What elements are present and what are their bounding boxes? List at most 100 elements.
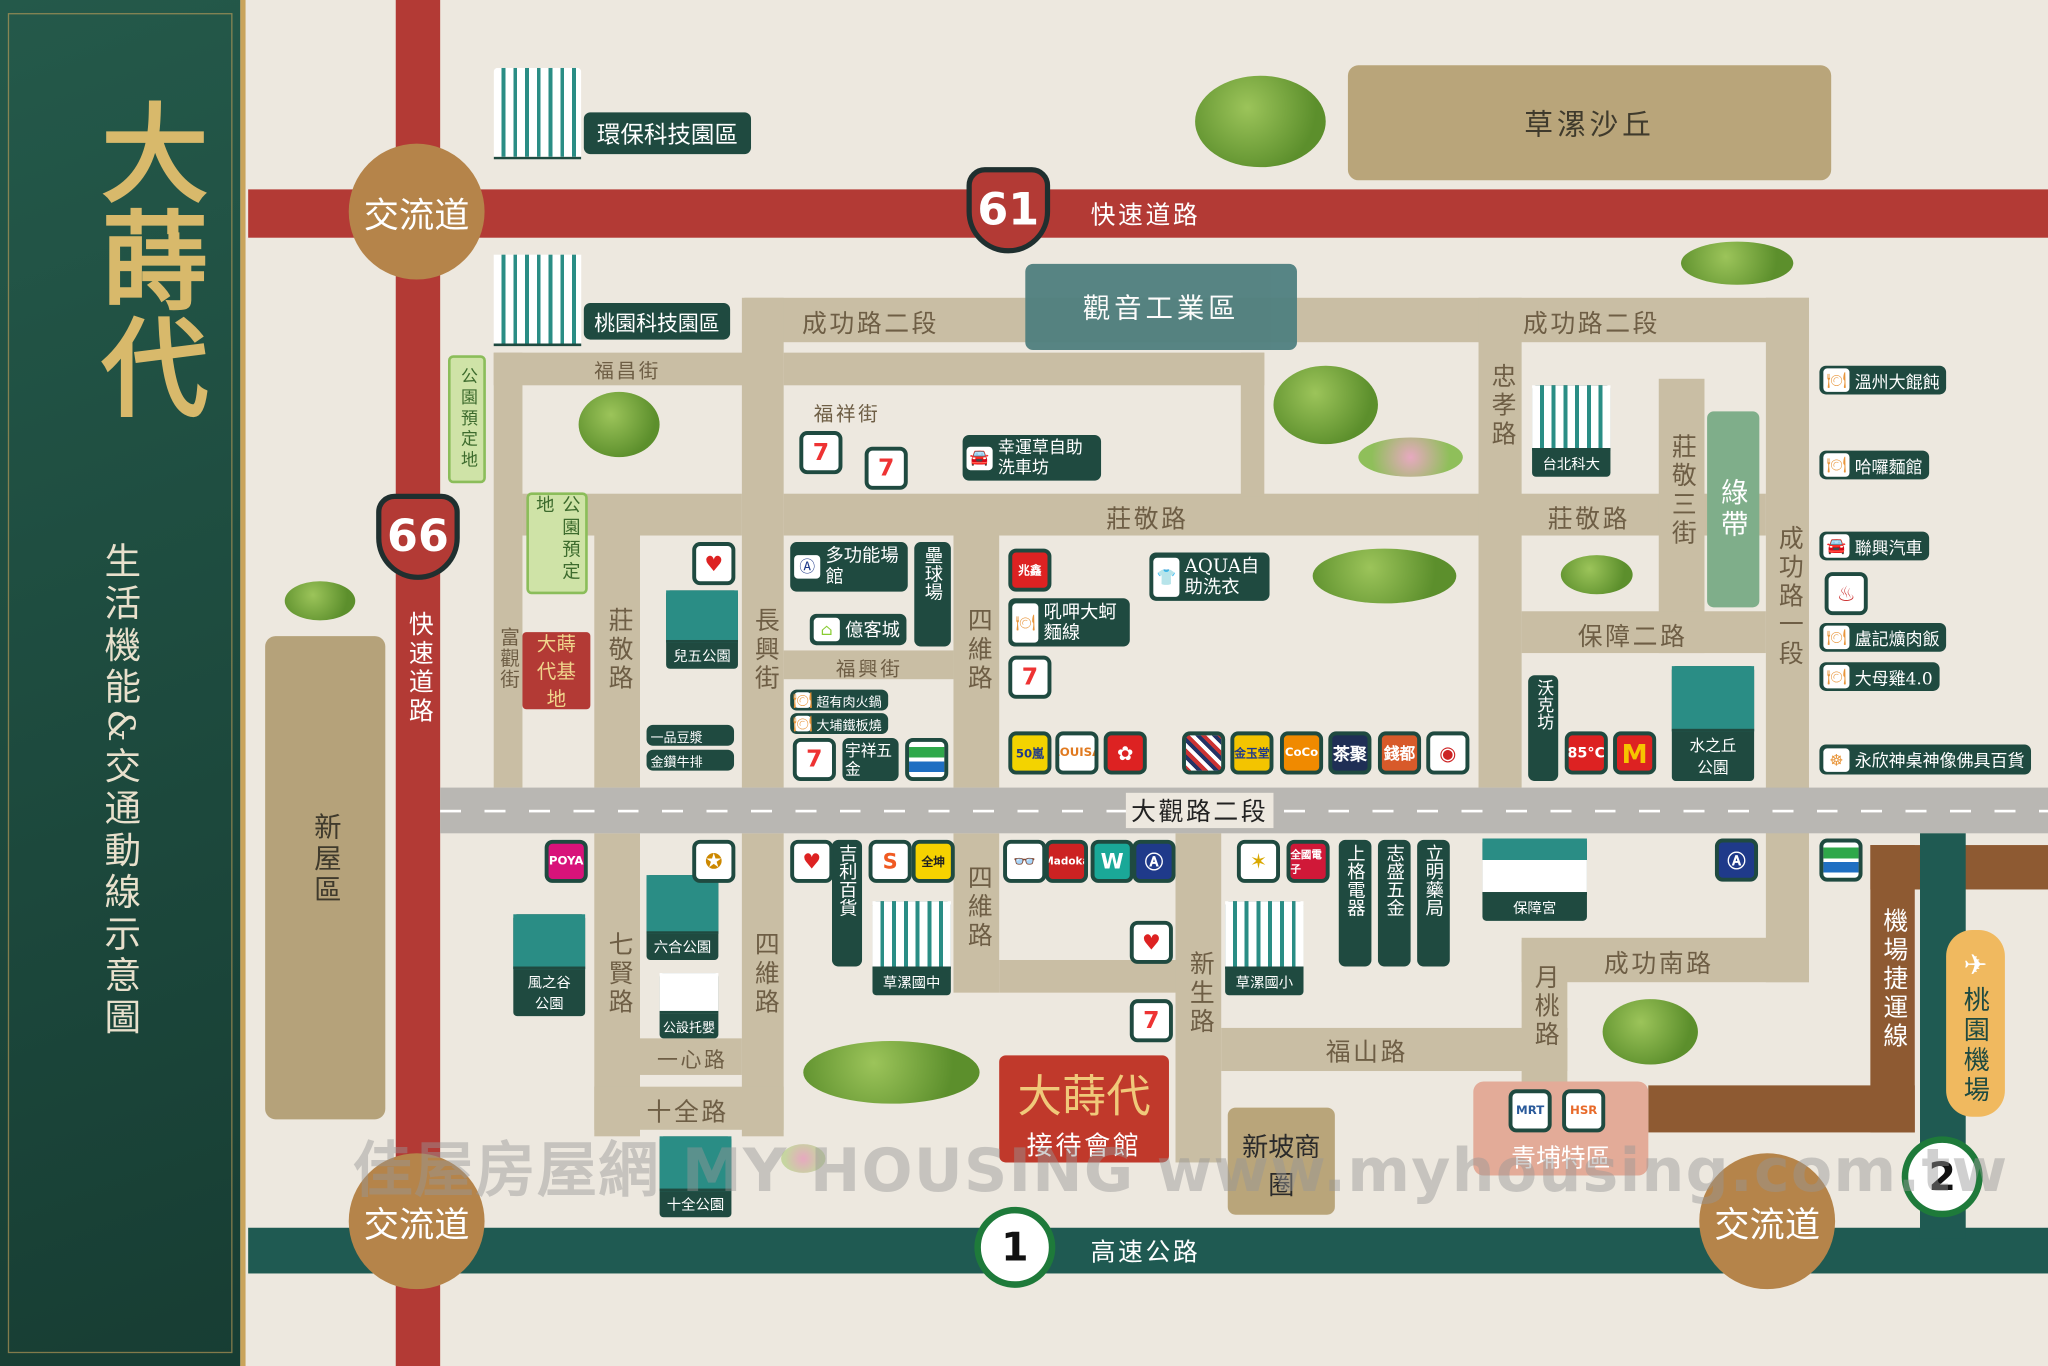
logo-eye-store[interactable]: 👓: [1003, 839, 1047, 883]
logo-zhaoxin[interactable]: 兆鑫: [1008, 548, 1052, 592]
airplane-icon: ✈: [1959, 949, 1992, 987]
temple-icon[interactable]: 保障宮: [1482, 838, 1587, 921]
poi-liming-pharmacy[interactable]: 立明藥局: [1417, 839, 1450, 967]
airport-label: 桃園機場: [1959, 986, 1991, 1107]
label-yixin: 一心路: [656, 1047, 728, 1073]
poi-jili-store[interactable]: 吉利百貨: [831, 839, 863, 967]
logo-familymart[interactable]: [905, 737, 949, 782]
bush-icon: [1358, 437, 1463, 477]
logo-watsons[interactable]: W: [1090, 839, 1134, 883]
park-icon-water[interactable]: 水之丘公園: [1671, 666, 1755, 782]
road-zhuangjing-h: [783, 493, 1766, 536]
buddha-icon: ☸: [1823, 747, 1850, 772]
poi-steak[interactable]: 金鑽牛排: [646, 749, 735, 771]
interchange-sw[interactable]: 交流道: [348, 1153, 485, 1290]
school-icon-ntut[interactable]: 台北科大: [1532, 385, 1611, 477]
logo-coco[interactable]: CoCo: [1279, 731, 1324, 775]
school-icon-junior-high[interactable]: 草漯國中: [872, 901, 951, 996]
poi-lu-braised-pork[interactable]: 🍽盧記爌肉飯: [1819, 623, 1947, 652]
logo-50lan[interactable]: 50嵐: [1008, 731, 1052, 775]
poi-wenzhou-wonton[interactable]: 🍽溫州大餛飩: [1819, 365, 1947, 395]
temple-label: 保障宮: [1513, 899, 1557, 917]
carwash-label: 幸運草自助洗車坊: [997, 438, 1083, 478]
logo-jinyutang[interactable]: 金玉堂: [1230, 731, 1274, 775]
poi-damuji[interactable]: 🍽大母雞4.0: [1819, 662, 1940, 691]
poi-yuxiang-hardware[interactable]: 宇祥五金: [842, 737, 899, 782]
park-icon-wind[interactable]: 風之谷公園: [513, 914, 586, 1017]
wind-park-label: 風之谷公園: [527, 974, 571, 1013]
torch-emblem-logo[interactable]: ♨: [1824, 572, 1868, 616]
road-siwei-west: [741, 833, 784, 1137]
poi-woke[interactable]: 沃克坊: [1528, 675, 1559, 782]
road-changxing: [741, 297, 784, 788]
poi-yike[interactable]: ⌂億客城: [809, 613, 907, 646]
water-park-label: 水之丘公園: [1689, 736, 1737, 778]
label-fuxing: 福興街: [835, 656, 903, 681]
logo-qiandu[interactable]: 錢都: [1377, 731, 1422, 775]
interchange-se[interactable]: 交流道: [1699, 1153, 1836, 1290]
dining-icon: 🍽: [1012, 602, 1039, 642]
label-fuchang: 福昌街: [594, 359, 661, 383]
tree-icon: [1680, 241, 1794, 285]
logo-madoka[interactable]: Madoka: [1044, 839, 1088, 883]
poi-oyster-noodle[interactable]: 🍽吼呷大蚵麵線: [1008, 598, 1130, 647]
logo-7-eleven[interactable]: 7: [864, 446, 908, 490]
logo-familymart[interactable]: [1819, 838, 1863, 882]
tech-park-label[interactable]: 桃園科技園區: [583, 303, 731, 340]
poi-carwash[interactable]: 🚘幸運草自助洗車坊: [962, 434, 1102, 481]
logo-7-eleven[interactable]: 7: [792, 737, 836, 782]
logo-7-eleven[interactable]: 7: [1129, 999, 1173, 1043]
park-icon-liuhe[interactable]: 六合公園: [646, 875, 719, 960]
poi-yongxin-buddhist[interactable]: ☸永欣神桌神像佛具百貨: [1819, 744, 2032, 775]
freeway-2-badge: 2: [1901, 1136, 1983, 1218]
poi-teppanyaki[interactable]: 🍽大埔鐵板燒: [790, 713, 889, 735]
logo-pxmart[interactable]: Ⓐ: [1132, 839, 1176, 883]
daycare-icon[interactable]: 公設托嬰: [659, 973, 719, 1039]
logo-7-eleven[interactable]: 7: [799, 431, 843, 475]
logo-red-flower[interactable]: ✿: [1103, 731, 1147, 775]
poi-zhisheng-hardware[interactable]: 志盛五金: [1377, 839, 1411, 967]
road-siwei-north: [953, 535, 1000, 788]
logo-louisa[interactable]: LOUISA: [1055, 731, 1099, 775]
logo-gold-seal[interactable]: ✪: [692, 839, 736, 883]
poi-hotpot[interactable]: 🍽超有肉火鍋: [790, 689, 889, 711]
label-zhuangjing: 莊敬路: [1106, 505, 1189, 535]
poi-soymilk[interactable]: 一品豆漿: [646, 724, 735, 746]
logo-quankun[interactable]: 全坤: [911, 839, 955, 883]
poi-hello-noodle[interactable]: 🍽哈囉麵館: [1819, 450, 1930, 480]
logo-poya[interactable]: POYA: [544, 839, 588, 883]
poi-lianxing-auto[interactable]: 🚘聯興汽車: [1819, 531, 1930, 561]
park-icon-5[interactable]: 兒五公園: [666, 590, 738, 669]
label-yuetao: 月桃路: [1530, 963, 1560, 1051]
interchange-nw[interactable]: 交流道: [348, 143, 485, 280]
route-61-shield: 61: [966, 167, 1051, 254]
logo-hi-life[interactable]: ♥: [1129, 920, 1173, 964]
school-icon-elementary[interactable]: 草漯國小: [1225, 901, 1304, 996]
road-fuchang: [493, 352, 745, 386]
poi-aqua-laundry[interactable]: 👕AQUA自助洗衣: [1149, 552, 1270, 601]
logo-hi-life[interactable]: ♥: [692, 542, 736, 586]
logo-elifemall[interactable]: 全國電子: [1286, 839, 1330, 883]
reception-center[interactable]: 大蒔代 接待會館: [999, 1055, 1169, 1163]
site-base[interactable]: 大蒔代基地: [522, 632, 591, 711]
airport-badge[interactable]: ✈桃園機場: [1946, 929, 2005, 1117]
poi-label: 大母雞4.0: [1854, 669, 1933, 689]
logo-mcdonalds[interactable]: M: [1613, 731, 1657, 775]
park-icon-shiquan[interactable]: 十全公園: [659, 1136, 732, 1218]
police-emblem-logo[interactable]: ✶: [1236, 839, 1280, 883]
tree-icon: [1273, 365, 1378, 445]
logo-85c[interactable]: 85°C: [1564, 731, 1608, 775]
eco-park-label[interactable]: 環保科技園區: [583, 112, 752, 155]
poi-softball[interactable]: 壘球場: [914, 542, 951, 647]
dining-icon: 🍽: [1823, 625, 1850, 650]
logo-pxmart[interactable]: Ⓐ: [1714, 838, 1759, 882]
poi-shangge-electric[interactable]: 上格電器: [1338, 839, 1372, 967]
logo-chaju[interactable]: 茶聚: [1328, 731, 1372, 775]
logo-shifen[interactable]: [1182, 731, 1226, 775]
daguan-label: 大觀路二段: [1125, 792, 1274, 829]
logo-red-circle[interactable]: ◉: [1426, 731, 1470, 775]
logo-hi-life[interactable]: ♥: [790, 839, 834, 883]
logo-shopee[interactable]: S: [868, 839, 912, 883]
logo-7-eleven[interactable]: 7: [1008, 655, 1052, 699]
